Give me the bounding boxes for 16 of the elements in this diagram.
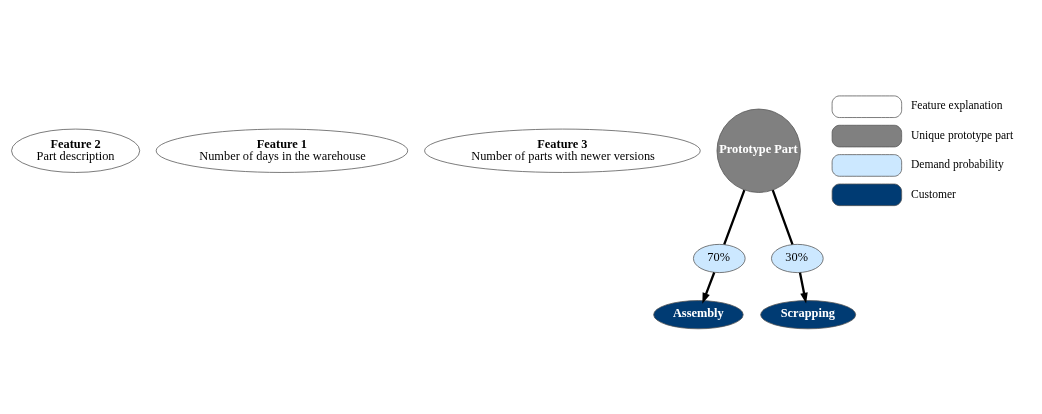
node-ellipse: Assembly xyxy=(653,300,744,330)
arrow xyxy=(798,272,808,304)
node-ellipse: Scrapping xyxy=(760,300,857,330)
connector xyxy=(771,189,794,245)
arrow xyxy=(702,272,716,304)
legend-label: Unique prototype part xyxy=(910,128,1014,142)
legend-label: Customer xyxy=(910,187,956,201)
legend-label: Feature explanation xyxy=(910,99,1003,113)
node-circle: Prototype Part xyxy=(716,108,801,193)
legend-label: Demand probability xyxy=(910,158,1004,172)
node-ellipse: 30% xyxy=(771,243,824,273)
connector xyxy=(723,189,746,245)
node-ellipse: Feature 2 Part description xyxy=(11,128,141,173)
node-ellipse: Feature 1 Number of days in the warehouse xyxy=(155,128,409,173)
node-ellipse: Feature 3 Number of parts with newer versions xyxy=(424,128,701,173)
node-ellipse: 70% xyxy=(693,243,746,273)
